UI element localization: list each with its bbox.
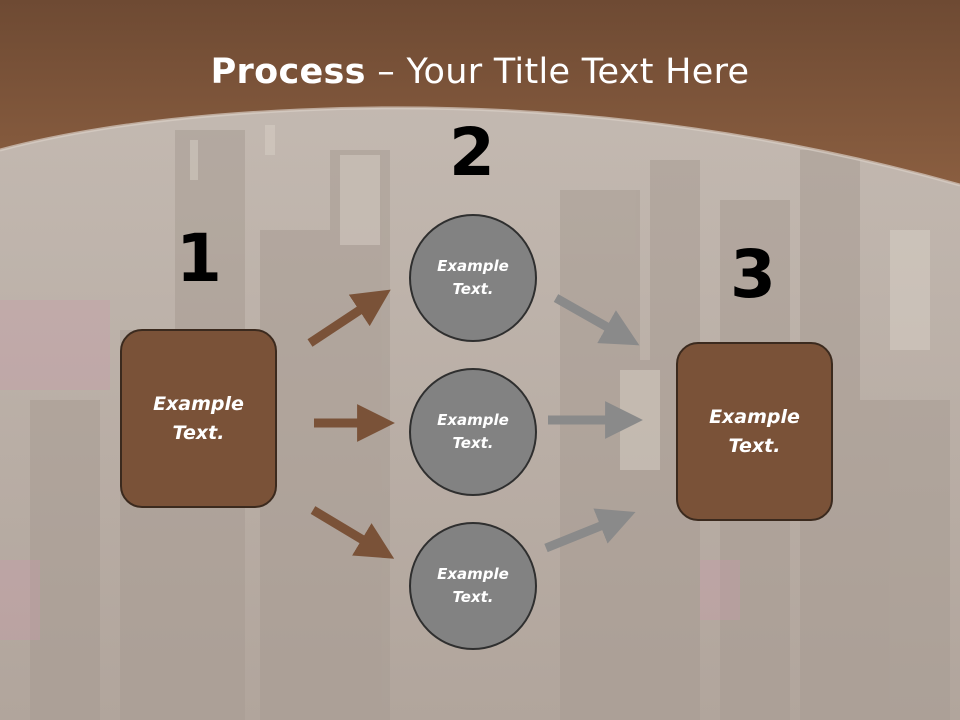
step-number-3: 3 bbox=[730, 236, 776, 313]
right-box-label: Example Text. bbox=[709, 405, 800, 457]
step-number-2: 2 bbox=[449, 114, 495, 191]
step-number-1: 1 bbox=[176, 220, 222, 297]
slide-title: Process – Your Title Text Here bbox=[0, 52, 960, 92]
circle-bottom-label: Example Text. bbox=[437, 565, 509, 606]
circle-top-label: Example Text. bbox=[437, 257, 509, 298]
title-rest: – Your Title Text Here bbox=[365, 52, 750, 92]
right-process-box[interactable]: Example Text. bbox=[676, 342, 833, 521]
left-box-label: Example Text. bbox=[153, 392, 244, 444]
title-bold: Process bbox=[210, 52, 366, 92]
process-circle-top[interactable]: Example Text. bbox=[409, 214, 537, 342]
process-circle-bottom[interactable]: Example Text. bbox=[409, 522, 537, 650]
process-circle-middle[interactable]: Example Text. bbox=[409, 368, 537, 496]
left-process-box[interactable]: Example Text. bbox=[120, 329, 277, 508]
circle-middle-label: Example Text. bbox=[437, 411, 509, 452]
